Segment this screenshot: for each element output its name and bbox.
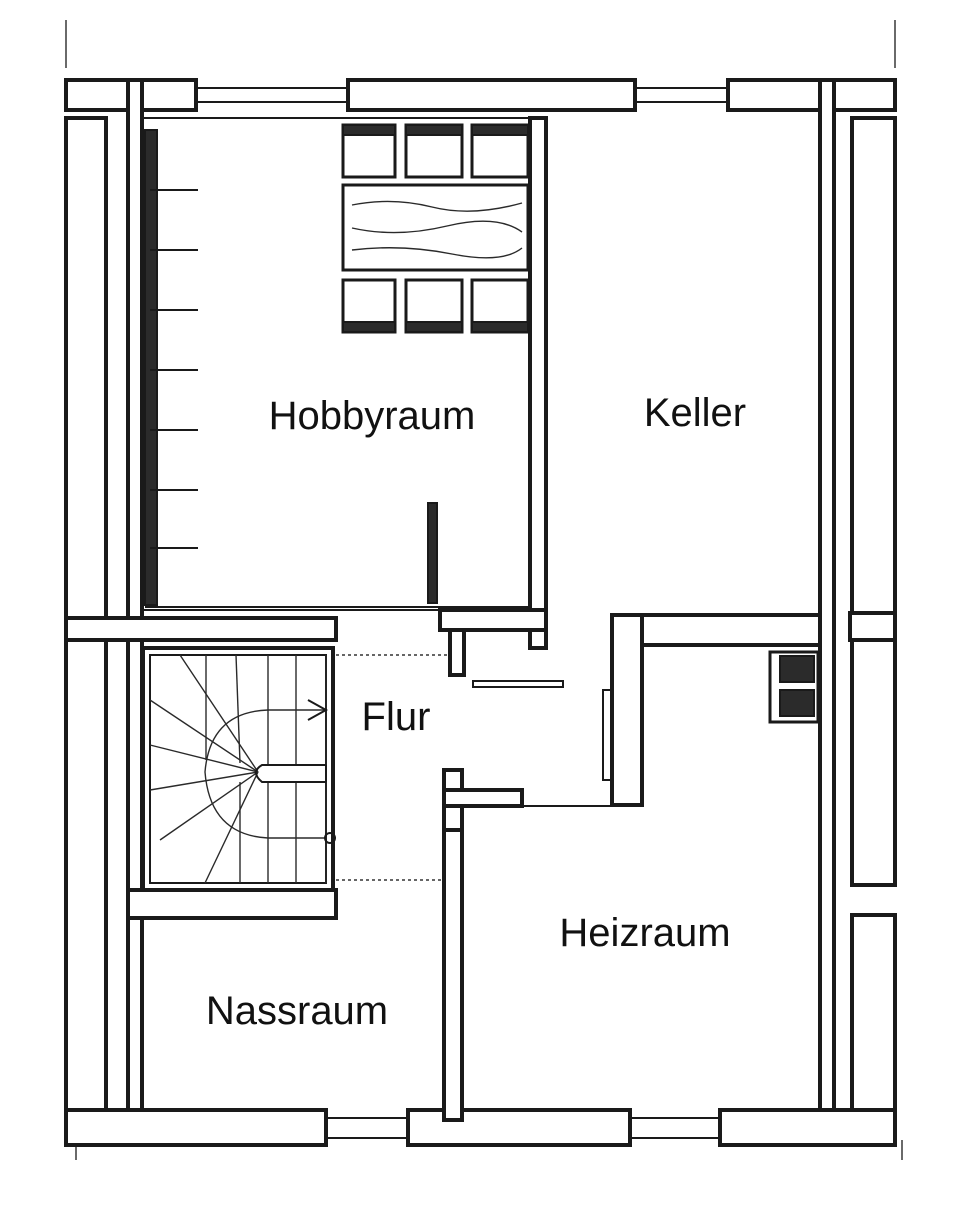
chimney	[768, 650, 820, 724]
room-label-keller: Keller	[644, 391, 746, 435]
door-openings	[336, 502, 612, 881]
interior-walls	[126, 116, 822, 1122]
shelving	[144, 129, 530, 608]
table-with-chairs	[341, 123, 530, 334]
room-label-flur: Flur	[362, 695, 431, 739]
room-label-hobbyraum: Hobbyraum	[269, 394, 476, 438]
room-label-heizraum: Heizraum	[559, 911, 730, 955]
staircase	[149, 654, 336, 884]
exterior-walls	[64, 78, 897, 1147]
room-label-nassraum: Nassraum	[206, 989, 388, 1033]
